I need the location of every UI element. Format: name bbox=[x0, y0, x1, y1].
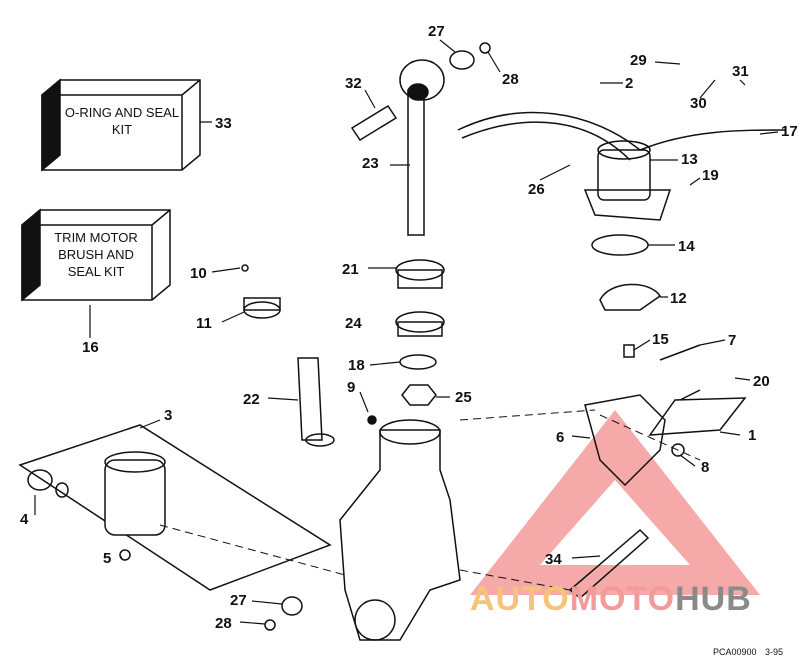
kit-box-16 bbox=[21, 209, 171, 301]
callout-8: 8 bbox=[701, 459, 710, 476]
callout-20: 20 bbox=[753, 373, 770, 390]
callout-16: 16 bbox=[82, 339, 99, 356]
callout-1: 1 bbox=[748, 427, 757, 444]
callout-9: 9 bbox=[347, 379, 356, 396]
callout-21: 21 bbox=[342, 261, 359, 278]
callout-27: 27 bbox=[428, 23, 445, 40]
watermark-text: AUTOMOTOHUB bbox=[470, 580, 752, 618]
callout-22: 22 bbox=[243, 391, 260, 408]
part-34-pin bbox=[568, 528, 650, 599]
callout-27-lower: 27 bbox=[230, 592, 247, 609]
figure-date: 3-95 bbox=[765, 647, 784, 657]
callout-18: 18 bbox=[348, 357, 365, 374]
callout-11: 11 bbox=[196, 315, 212, 332]
callout-31: 31 bbox=[732, 63, 749, 80]
callout-3: 3 bbox=[164, 407, 173, 424]
callout-25: 25 bbox=[455, 389, 472, 406]
callout-7: 7 bbox=[728, 332, 737, 349]
callout-33: 33 bbox=[215, 115, 232, 132]
watermark-triangle bbox=[470, 410, 760, 595]
pump-housing bbox=[339, 429, 461, 641]
callout-32: 32 bbox=[345, 75, 362, 92]
callout-4: 4 bbox=[20, 511, 29, 528]
callout-34: 34 bbox=[545, 551, 562, 568]
callout-10: 10 bbox=[190, 265, 207, 282]
callout-19: 19 bbox=[702, 167, 719, 184]
part-3-reservoir bbox=[104, 459, 166, 536]
callout-30: 30 bbox=[690, 95, 707, 112]
callout-14: 14 bbox=[678, 238, 695, 255]
callout-29: 29 bbox=[630, 52, 647, 69]
callout-6: 6 bbox=[556, 429, 565, 446]
callout-12: 12 bbox=[670, 290, 687, 307]
callout-2: 2 bbox=[625, 75, 634, 92]
part-23-rod bbox=[407, 89, 425, 236]
callout-13: 13 bbox=[681, 151, 698, 168]
callout-15: 15 bbox=[652, 331, 669, 348]
kit-label-oring-seal: O-RING AND SEAL KIT bbox=[64, 105, 180, 137]
callout-17: 17 bbox=[781, 123, 798, 140]
figure-code: PCA00900 bbox=[713, 647, 757, 657]
callout-28: 28 bbox=[502, 71, 519, 88]
callout-28-lower: 28 bbox=[215, 615, 232, 632]
part-13-motor bbox=[597, 149, 651, 201]
callout-5: 5 bbox=[103, 550, 112, 567]
kit-label-trim-motor: TRIM MOTOR BRUSH AND SEAL KIT bbox=[54, 230, 138, 279]
callout-24: 24 bbox=[345, 315, 362, 332]
callout-26: 26 bbox=[528, 181, 545, 198]
callout-23: 23 bbox=[362, 155, 379, 172]
